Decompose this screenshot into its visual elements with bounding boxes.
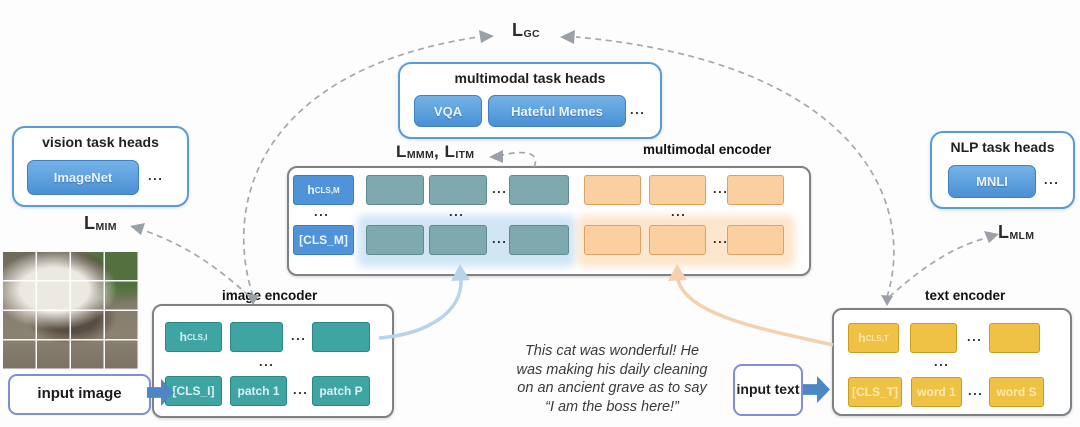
token-h-cls-i-base: h [179, 330, 187, 344]
loss-mlm-sub: MLM [1009, 230, 1035, 242]
token-word-1: word 1 [911, 377, 962, 407]
token-text-embed [727, 225, 784, 255]
arrowhead-mlm-icon [984, 231, 999, 243]
token-word-s: word S [989, 377, 1044, 407]
loss-itm-base: L [444, 142, 456, 161]
token-h-cls-m-sub: CLS,M [314, 185, 340, 195]
loss-gc: LGC [512, 20, 540, 41]
token-text-embed [649, 225, 706, 255]
input-image-label-box: input image [8, 374, 151, 415]
row-ellipsis: ... [968, 383, 984, 398]
token-text-hidden [727, 175, 784, 205]
vision-heads-ellipsis: ... [148, 168, 164, 183]
vqa-head-button: VQA [414, 95, 482, 127]
token-text-hidden [649, 175, 706, 205]
multimodal-task-heads-box: multimodal task heads VQA Hateful Memes … [398, 62, 662, 139]
token-text-hidden [584, 175, 641, 205]
token-text-hidden [989, 323, 1040, 353]
token-cls-m: [CLS_M] [293, 225, 354, 255]
input-text-arrow-icon [803, 376, 830, 403]
imagenet-head-button: ImageNet [27, 160, 139, 195]
token-image-hidden [312, 322, 370, 352]
text-encoder-label: text encoder [925, 288, 1006, 303]
layers-ellipsis: ... [449, 204, 465, 219]
loss-gc-sub: GC [523, 28, 540, 40]
layers-ellipsis: ... [671, 204, 687, 219]
layers-ellipsis: ... [934, 354, 950, 369]
loss-separator: , [434, 142, 445, 161]
multimodal-heads-ellipsis: ... [630, 102, 646, 117]
mnli-head-button: MNLI [948, 165, 1036, 198]
loss-gc-base: L [512, 20, 524, 40]
token-image-hidden [366, 175, 424, 205]
vision-task-heads-title: vision task heads [42, 134, 159, 150]
loss-mim-sub: MIM [95, 221, 117, 233]
nlp-task-heads-title: NLP task heads [950, 139, 1055, 155]
loss-mmm-itm: LMMM, LITM [396, 142, 474, 162]
layers-ellipsis: ... [314, 204, 330, 219]
token-image-embed [366, 225, 424, 255]
loss-mlm: LMLM [998, 222, 1034, 243]
arrowhead-text-top-icon [881, 295, 893, 306]
arrowhead-gc-right-icon [560, 30, 575, 44]
arrowhead-mim-icon [130, 223, 145, 235]
token-image-embed [429, 225, 487, 255]
loss-mmm-sub: MMM [406, 149, 435, 161]
nlp-heads-ellipsis: ... [1044, 172, 1060, 187]
input-cat-image [3, 252, 139, 370]
vision-task-heads-box: vision task heads ImageNet ... [12, 126, 189, 207]
row-ellipsis: ... [967, 329, 983, 344]
row-ellipsis: ... [492, 181, 508, 196]
input-text-caption: This cat was wonderful! He was making hi… [516, 343, 708, 415]
token-h-cls-m-base: h [307, 183, 315, 197]
token-h-cls-i-sub: CLS,I [186, 332, 208, 342]
input-text-label-box: input text [733, 364, 803, 416]
multimodal-task-heads-title: multimodal task heads [454, 70, 606, 86]
arc-image-to-mim [142, 229, 250, 297]
token-image-hidden [509, 175, 569, 205]
token-patch-p: patch P [312, 376, 370, 406]
loss-itm-sub: ITM [455, 149, 475, 161]
token-image-embed [509, 225, 569, 255]
patch-grid-overlay [3, 252, 139, 370]
loss-mim: LMIM [84, 213, 117, 234]
token-patch-1: patch 1 [230, 376, 287, 406]
row-ellipsis: ... [291, 328, 307, 343]
nlp-task-heads-box: NLP task heads MNLI ... [930, 131, 1075, 209]
image-encoder-label: image encoder [222, 288, 318, 303]
token-image-hidden [230, 322, 283, 352]
arrowhead-gc-left-icon [479, 30, 494, 43]
loss-mlm-base: L [998, 222, 1010, 242]
hateful-memes-head-button: Hateful Memes [488, 95, 626, 127]
loss-mmm-base: L [396, 142, 407, 161]
arc-text-to-multimodal [676, 279, 834, 347]
multimodal-encoder-label: multimodal encoder [643, 142, 772, 157]
token-h-cls-t-sub: CLS,T [865, 333, 889, 343]
token-cls-t: [CLS_T] [848, 377, 902, 407]
layers-ellipsis: ... [259, 354, 275, 369]
token-cls-i: [CLS_I] [165, 376, 222, 406]
arrowhead-mmm-itm-icon [489, 150, 503, 163]
row-ellipsis: ... [293, 382, 309, 397]
token-text-hidden [910, 323, 957, 353]
token-text-embed [584, 225, 641, 255]
arc-multimodal-to-mmm-itm [502, 151, 537, 168]
loss-mim-base: L [84, 213, 96, 233]
token-image-hidden [429, 175, 487, 205]
token-h-cls-t-base: h [858, 331, 866, 345]
row-ellipsis: ... [492, 231, 508, 246]
